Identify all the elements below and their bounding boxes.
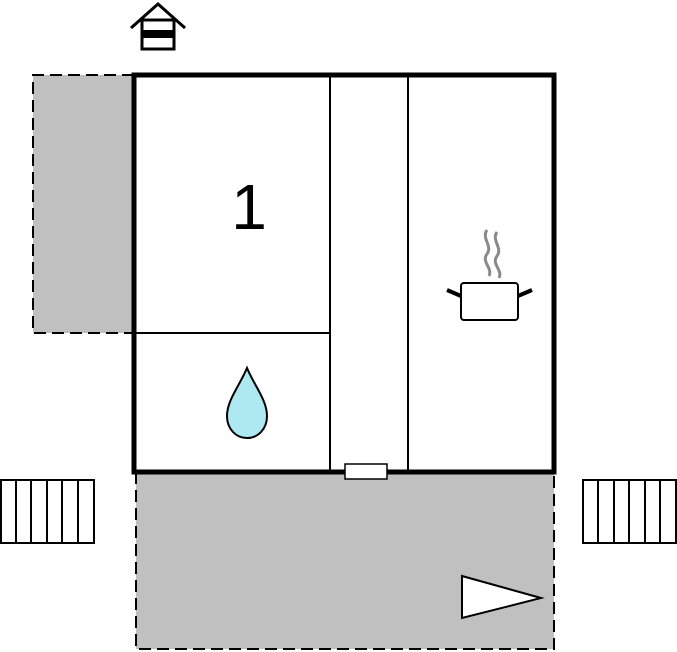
house-marker-icon bbox=[130, 1, 186, 51]
interior-walls bbox=[134, 75, 409, 472]
side-terrace bbox=[32, 74, 134, 334]
stairs-right bbox=[582, 479, 677, 544]
cooking-pot-icon bbox=[446, 229, 533, 321]
front-terrace bbox=[135, 472, 555, 650]
stairs-left bbox=[0, 479, 95, 544]
direction-arrow-icon bbox=[461, 574, 545, 620]
house-outline bbox=[131, 72, 557, 475]
entrance-door bbox=[344, 463, 388, 480]
bedroom-number: 1 bbox=[231, 171, 267, 243]
water-drop-icon bbox=[225, 365, 269, 440]
